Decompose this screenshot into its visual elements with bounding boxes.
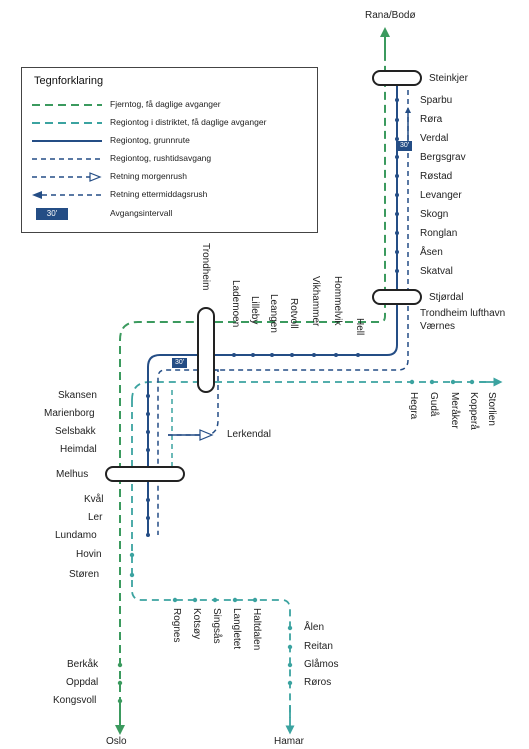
station-hovin: Hovin (76, 549, 102, 560)
station-reitan: Reitan (304, 641, 333, 652)
station-marienborg: Marienborg (44, 408, 95, 419)
station-hell: Hell (354, 318, 365, 336)
station-heimdal: Heimdal (60, 444, 97, 455)
legend-row-rush: Regiontog, rushtidsavgang (32, 153, 212, 163)
station-storen: Støren (69, 569, 100, 580)
station-bergsgrav: Bergsgrav (420, 152, 466, 163)
station-lerkendal: Lerkendal (227, 429, 271, 440)
station-lademoen: Lademoen (230, 280, 241, 328)
hub-steinkjer (372, 70, 422, 86)
hub-trondheim (197, 307, 215, 393)
fjerntog-line (119, 45, 386, 718)
station-trondheim-lufthavn: Trondheim lufthavn (420, 308, 506, 319)
station-skogn: Skogn (420, 209, 449, 220)
station-melhus: Melhus (56, 469, 89, 480)
station-guda: Gudå (428, 392, 439, 417)
station-rostad: Røstad (420, 171, 453, 182)
station-asen: Åsen (420, 247, 443, 258)
station-singsas: Singsås (211, 608, 222, 644)
station-langletet: Langletet (231, 608, 242, 650)
station-storlien: Storlien (486, 392, 497, 426)
legend-row-grunnrute: Regiontog, grunnrute (32, 135, 190, 145)
station-steinkjer: Steinkjer (429, 73, 468, 84)
terminal-north: Rana/Bodø (365, 10, 416, 21)
station-koppera: Kopperå (468, 392, 479, 430)
station-stjordal: Stjørdal (429, 292, 464, 303)
legend-row-afternoon: Retning ettermiddagsrush (22, 188, 317, 204)
station-ler: Ler (88, 512, 103, 523)
station-selsbakk: Selsbakk (55, 426, 96, 437)
station-skansen: Skansen (58, 390, 97, 401)
station-kval: Kvål (84, 494, 104, 505)
station-trondheim: Trondheim (200, 243, 211, 291)
station-kongsvoll: Kongsvoll (53, 695, 97, 706)
station-hegra: Hegra (408, 392, 419, 420)
rorosbanen-line (131, 400, 291, 718)
legend-title: Tegnforklaring (34, 75, 104, 87)
rush-line-1 (157, 90, 409, 535)
station-rognes: Rognes (171, 608, 182, 643)
station-ronglan: Ronglan (420, 228, 458, 239)
station-vikhammer: Vikhammer (310, 276, 321, 327)
station-lundamo: Lundamo (55, 530, 97, 541)
station-oppdal: Oppdal (66, 677, 99, 688)
hub-melhus (105, 466, 185, 482)
station-kotsoy: Kotsøy (191, 608, 202, 640)
station-sparbu: Sparbu (420, 95, 453, 106)
station-haltdalen: Haltdalen (251, 608, 262, 651)
station-roros: Røros (304, 677, 332, 688)
interval-badge-north: 30' (397, 141, 412, 151)
legend-row-distrikt: Regiontog i distriktet, få daglige avgan… (32, 117, 267, 127)
station-skatval: Skatval (420, 266, 453, 277)
hub-stjordal (372, 289, 422, 305)
station-alen: Ålen (304, 622, 325, 633)
station-meraker: Meråker (449, 392, 460, 429)
interval-badge-trondheim: 30' (172, 358, 187, 368)
station-glamos: Glåmos (304, 659, 339, 670)
legend-row-morning: Retning morgenrush (22, 170, 317, 186)
terminal-hamar: Hamar (274, 736, 305, 747)
station-hommelvik: Hommelvik (332, 276, 343, 326)
legend-row-fjerntog: Fjerntog, få daglige avganger (32, 99, 221, 109)
station-varnes: Værnes (420, 321, 456, 332)
terminal-oslo: Oslo (106, 736, 127, 747)
legend: Tegnforklaring Fjerntog, få daglige avga… (21, 67, 318, 233)
arrow-morning-rush (199, 429, 214, 441)
station-leangen: Leangen (268, 294, 279, 333)
station-berkak: Berkåk (67, 659, 99, 670)
station-rora: Røra (420, 114, 443, 125)
station-lilleby: Lilleby (249, 296, 260, 325)
interval-badge: 30' (36, 208, 68, 220)
legend-row-interval: 30' Avgangsintervall (22, 207, 317, 223)
open-arrow-icon (32, 172, 102, 182)
station-rotvoll: Rotvoll (288, 298, 299, 329)
filled-arrow-icon (32, 191, 102, 199)
station-levanger: Levanger (420, 190, 462, 201)
station-verdal: Verdal (420, 133, 449, 144)
